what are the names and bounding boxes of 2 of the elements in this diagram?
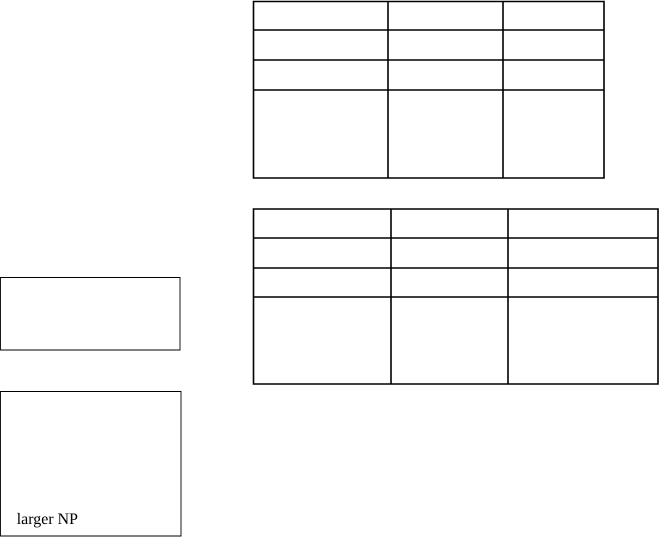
text-box: larger NP (0, 391, 182, 536)
empty-box (0, 277, 180, 350)
